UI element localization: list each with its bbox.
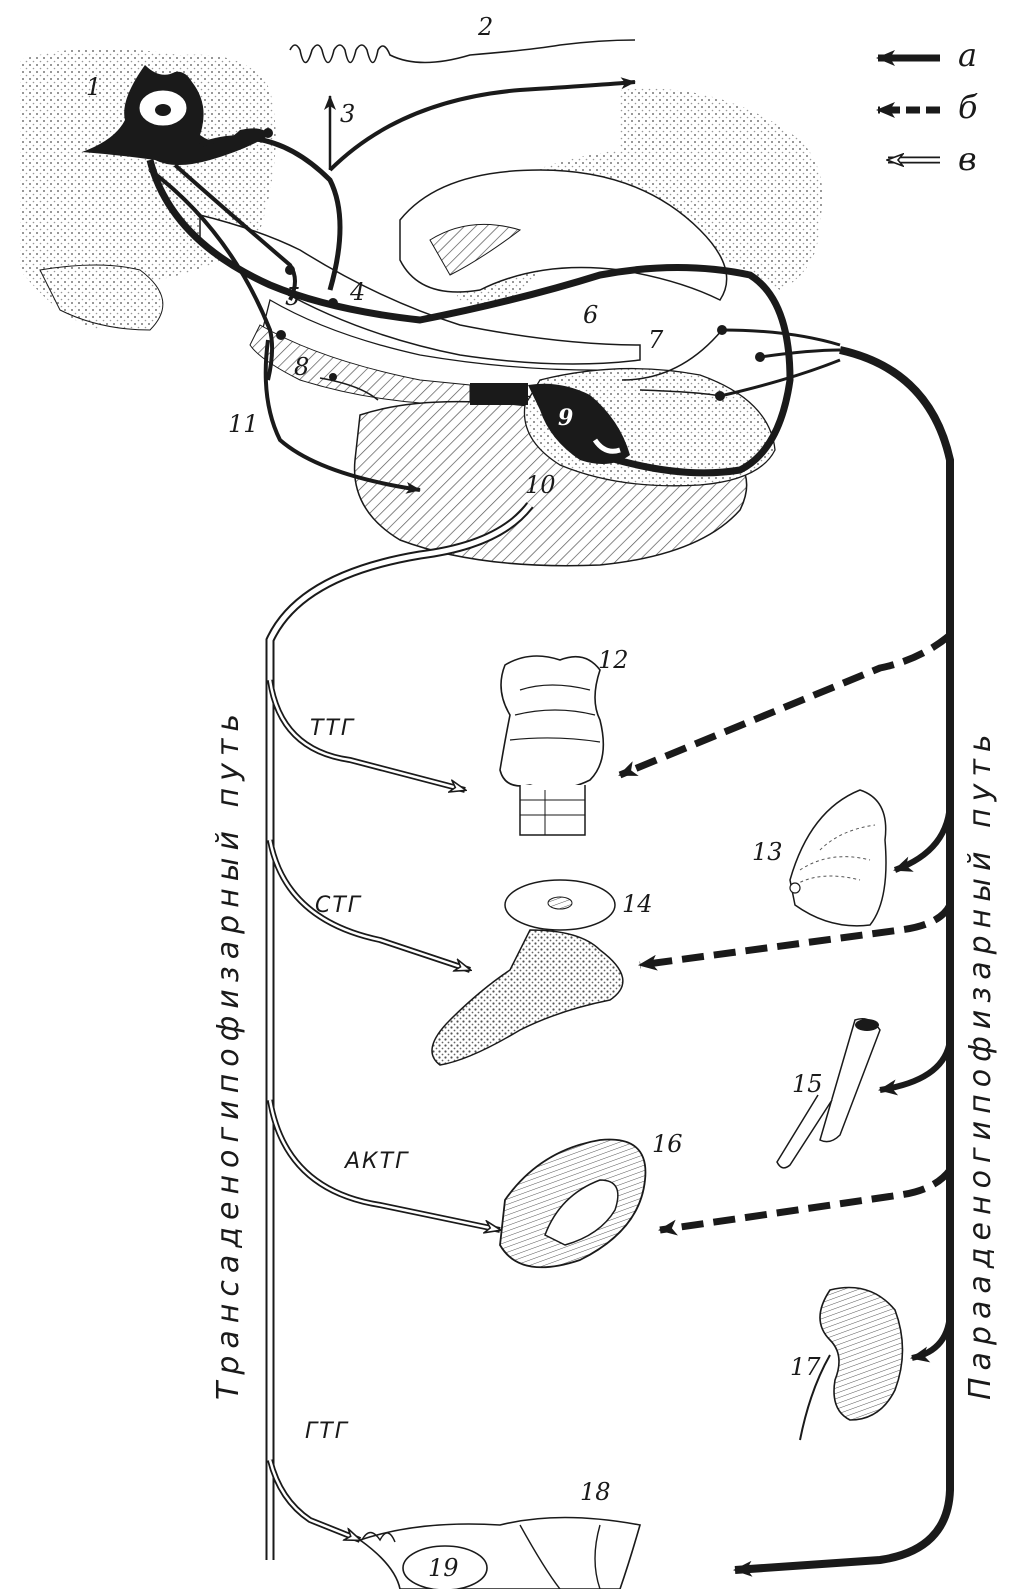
pathway-right-label: Парааденогипофизарный путь (963, 727, 998, 1400)
legend-letter-v: в (958, 140, 977, 178)
label-4: 4 (349, 278, 365, 306)
hormone-gtg: ГТГ (305, 1419, 349, 1444)
label-11: 11 (228, 410, 259, 438)
label-12: 12 (598, 646, 629, 674)
label-1: 1 (86, 73, 101, 101)
label-19: 19 (428, 1554, 459, 1582)
pathway-left-label: Трансаденогипофизарный путь (211, 707, 246, 1400)
hormone-aktg: АКТГ (343, 1149, 409, 1174)
label-7: 7 (648, 326, 664, 354)
label-13: 13 (752, 838, 783, 866)
legend: а б в (878, 36, 978, 178)
label-18: 18 (580, 1478, 611, 1506)
hormone-ttg: ТТГ (310, 716, 355, 741)
adrenal-organ (500, 1140, 645, 1268)
label-10: 10 (525, 471, 556, 499)
hormone-stg: СТГ (315, 893, 362, 918)
hormone-labels: ТТГ СТГ АКТГ ГТГ (305, 716, 409, 1444)
label-14: 14 (622, 890, 653, 918)
legend-letter-a: а (958, 36, 977, 74)
mammary-gland-organ (790, 790, 886, 926)
thyroid-organ (500, 656, 603, 835)
legend-letter-b: б (958, 88, 978, 126)
label-16: 16 (652, 1130, 683, 1158)
label-17: 17 (790, 1353, 821, 1381)
label-8: 8 (294, 353, 309, 381)
uterus-ovary-organ (360, 1518, 640, 1589)
label-3: 3 (340, 100, 355, 128)
label-2: 2 (477, 13, 493, 41)
label-9: 9 (558, 405, 573, 431)
pancreas-organ (432, 880, 623, 1065)
label-5: 5 (285, 283, 300, 311)
label-6: 6 (583, 301, 598, 329)
label-15: 15 (792, 1070, 823, 1098)
